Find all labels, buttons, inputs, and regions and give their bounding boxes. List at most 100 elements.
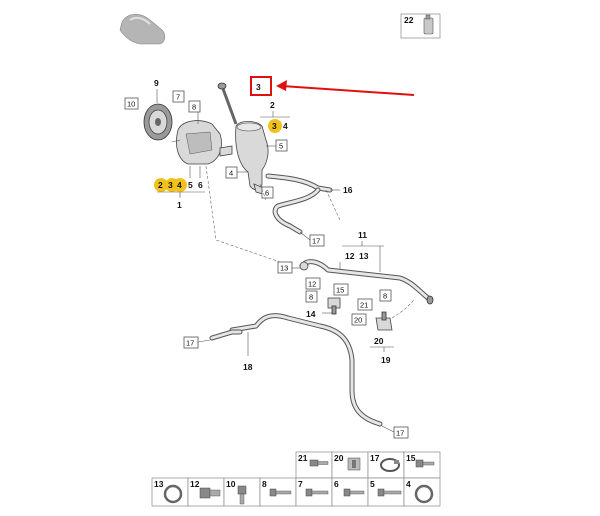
label-17-b[interactable]: 17	[183, 336, 211, 349]
label-17-a[interactable]: 17	[299, 231, 325, 247]
reservoir-callout-group[interactable]: 2 3 4	[260, 100, 290, 133]
bolt-icon	[343, 488, 365, 497]
svg-text:12: 12	[308, 280, 316, 289]
svg-text:4: 4	[229, 169, 233, 178]
group-2-item-3: 3	[272, 121, 277, 131]
o-ring-icon	[414, 484, 434, 504]
part-22-label: 22	[404, 15, 414, 25]
sensor-14-number: 14	[306, 309, 316, 319]
label-11: 11	[358, 230, 367, 240]
svg-text:17: 17	[396, 429, 404, 438]
highlight-arrow	[276, 80, 415, 96]
table-cell-4[interactable]: 4	[403, 477, 441, 507]
table-cell-8[interactable]: 8	[259, 477, 297, 507]
label-20[interactable]: 20	[351, 313, 367, 326]
pulley-number: 9	[154, 78, 159, 88]
svg-text:8: 8	[309, 293, 313, 302]
label-8-right[interactable]: 8	[379, 289, 392, 302]
svg-text:4: 4	[406, 479, 411, 489]
table-cell-7[interactable]: 7	[295, 477, 333, 507]
parts-table: 21 20 17 15	[151, 451, 441, 507]
label-4[interactable]: 4	[225, 166, 248, 179]
line-18-number: 18	[243, 362, 253, 372]
svg-text:5: 5	[370, 479, 375, 489]
svg-text:15: 15	[406, 453, 416, 463]
pump-callout-group[interactable]: 2 3 4 5 6 1	[154, 166, 205, 210]
table-cell-10[interactable]: 10	[223, 477, 261, 507]
svg-text:8: 8	[262, 479, 267, 489]
highlight-label: 3	[256, 82, 261, 92]
svg-text:13: 13	[154, 479, 164, 489]
svg-text:20: 20	[334, 453, 344, 463]
dashed-connectors	[205, 165, 341, 263]
table-cell-12[interactable]: 12	[187, 477, 225, 507]
svg-text:21: 21	[298, 453, 308, 463]
pressure-line-11	[299, 259, 434, 305]
label-11-item-12: 12	[345, 251, 355, 261]
label-7[interactable]: 7	[172, 90, 185, 103]
label-12[interactable]: 12	[305, 277, 321, 290]
svg-text:6: 6	[334, 479, 339, 489]
table-cell-5[interactable]: 5	[367, 477, 405, 507]
svg-text:5: 5	[279, 142, 283, 151]
pump-item-5: 5	[188, 180, 193, 190]
bolt-icon	[377, 488, 402, 497]
table-cell-15[interactable]: 15	[403, 451, 441, 479]
group-2-label: 2	[270, 100, 275, 110]
bolt-icon	[269, 488, 292, 497]
svg-text:20: 20	[354, 316, 362, 325]
svg-text:12: 12	[190, 479, 200, 489]
fluid-reservoir	[217, 82, 271, 197]
part-22-box[interactable]: 22	[400, 13, 441, 39]
svg-text:8: 8	[383, 292, 387, 301]
svg-text:17: 17	[370, 453, 380, 463]
group-2-item-4: 4	[283, 121, 288, 131]
vehicle-icon	[119, 13, 166, 45]
bolt-icon	[415, 459, 435, 468]
pump-item-4: 4	[177, 180, 182, 190]
svg-text:17: 17	[312, 237, 320, 246]
label-11-group[interactable]: 11 12 13	[339, 230, 384, 272]
label-15[interactable]: 15	[333, 283, 349, 296]
highlight-callout-3[interactable]: 3	[250, 76, 272, 96]
bracket-19: 20 19	[370, 299, 415, 365]
svg-text:8: 8	[192, 103, 196, 112]
bolt-icon	[305, 488, 329, 497]
pulley-9: 9	[143, 78, 173, 141]
svg-text:7: 7	[298, 479, 303, 489]
label-5[interactable]: 5	[266, 139, 288, 152]
pump-item-3: 3	[168, 180, 173, 190]
bracket-19-number: 19	[381, 355, 391, 365]
return-line-18: 18	[209, 313, 383, 427]
table-cell-17[interactable]: 17	[367, 451, 405, 479]
table-cell-20[interactable]: 20	[331, 451, 369, 479]
label-6[interactable]: 6	[261, 186, 274, 199]
table-cell-6[interactable]: 6	[331, 477, 369, 507]
pump-item-6: 6	[198, 180, 203, 190]
pump-item-2: 2	[158, 180, 163, 190]
pump-number: 1	[177, 200, 182, 210]
label-21[interactable]: 21	[357, 298, 373, 311]
hose-clamp-icon	[380, 458, 400, 472]
banjo-bolt-icon	[199, 487, 221, 499]
bolt-icon	[237, 485, 247, 505]
svg-text:10: 10	[127, 100, 135, 109]
label-8-b[interactable]: 8	[305, 290, 318, 303]
bolt-icon	[309, 459, 329, 467]
svg-text:6: 6	[265, 189, 269, 198]
label-8[interactable]: 8	[188, 100, 201, 113]
bottle-icon	[423, 14, 434, 35]
svg-text:7: 7	[176, 93, 180, 102]
svg-text:13: 13	[280, 264, 288, 273]
table-cell-13[interactable]: 13	[151, 477, 189, 507]
table-cell-21[interactable]: 21	[295, 451, 333, 479]
bracket-20-number: 20	[374, 336, 384, 346]
pressure-sensor-14: 14	[306, 297, 341, 319]
svg-text:21: 21	[360, 301, 368, 310]
svg-text:15: 15	[336, 286, 344, 295]
svg-text:17: 17	[186, 339, 194, 348]
label-13[interactable]: 13	[277, 261, 302, 274]
label-10[interactable]: 10	[124, 97, 139, 110]
label-17-c[interactable]: 17	[381, 425, 409, 439]
